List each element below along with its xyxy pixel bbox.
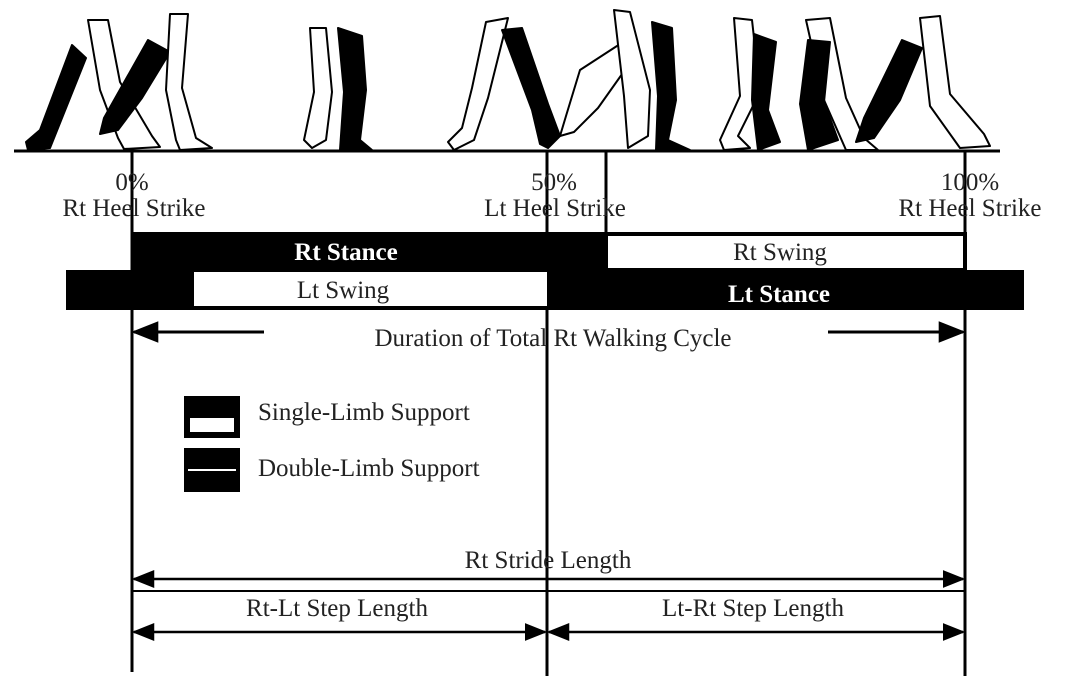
marker-50-event: Lt Heel Strike [484, 195, 626, 222]
marker-50-percent: 50% [531, 169, 577, 196]
cycle-duration-label: Duration of Total Rt Walking Cycle [374, 325, 731, 352]
marker-100-percent: 100% [941, 169, 999, 196]
rt-stance-label: Rt Stance [294, 239, 397, 266]
walking-figures-illustration [25, 9, 991, 151]
legend-double-label: Double-Limb Support [258, 455, 480, 482]
stride-length-label: Rt Stride Length [465, 547, 632, 574]
rt-stance-bar [132, 232, 606, 270]
marker-100-event: Rt Heel Strike [898, 195, 1041, 222]
marker-0-percent: 0% [115, 169, 148, 196]
rt-swing-bar [604, 232, 967, 272]
legend-single-swatch-inner [190, 418, 234, 432]
lt-stance-label: Lt Stance [728, 281, 830, 308]
legend: Single-Limb Support Double-Limb Support [184, 396, 480, 492]
rt-swing-label: Rt Swing [733, 239, 827, 266]
marker-0-event: Rt Heel Strike [62, 195, 205, 222]
lt-swing-label: Lt Swing [297, 277, 390, 304]
lt-swing-bar [194, 272, 547, 306]
rt-lt-step-label: Rt-Lt Step Length [246, 595, 428, 622]
lt-rt-step-label: Lt-Rt Step Length [662, 595, 844, 622]
legend-single-label: Single-Limb Support [258, 399, 470, 426]
